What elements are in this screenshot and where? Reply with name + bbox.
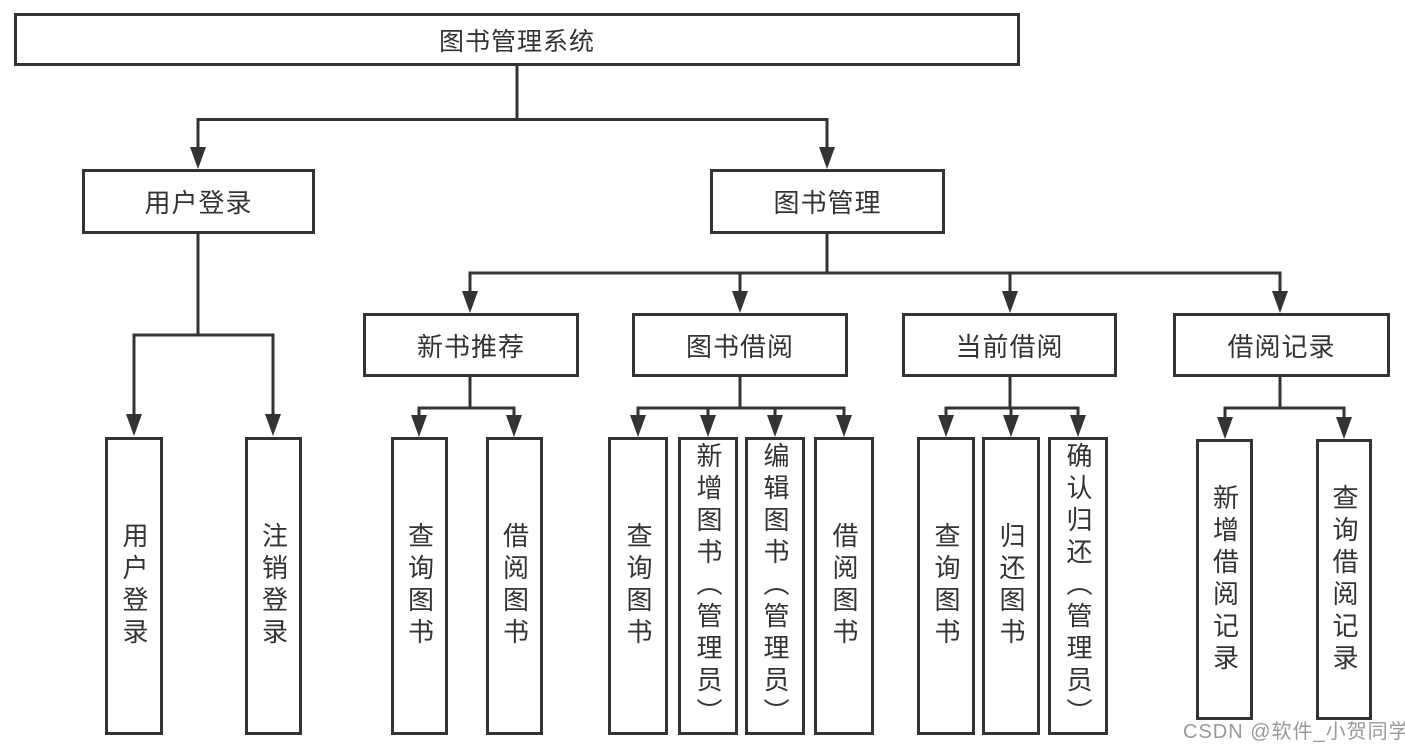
leaf-query-borrow-record-label: 查询借阅记录: [1329, 483, 1359, 676]
arrowhead: [1070, 415, 1086, 437]
arrowhead: [411, 415, 427, 437]
arrowhead: [938, 415, 954, 437]
connector-login-rail: [132, 333, 275, 415]
leaf-query-books-current: 查询图书: [917, 437, 975, 735]
arrowhead: [1336, 417, 1352, 439]
arrowhead: [265, 414, 281, 436]
arrowhead: [1217, 417, 1233, 439]
leaf-user-login: 用户登录: [105, 437, 163, 735]
leaf-query-books-recommend-label: 查询图书: [404, 522, 435, 650]
arrowhead: [126, 414, 142, 436]
leaf-user-login-label: 用户登录: [119, 522, 149, 650]
connector-borrow-drops: [706, 408, 777, 416]
arrowhead: [190, 147, 206, 169]
connector-current-rail: [944, 406, 1080, 416]
node-user-login: 用户登录: [82, 169, 315, 234]
leaf-query-books-borrow: 查询图书: [608, 437, 668, 735]
arrowhead: [1272, 291, 1288, 313]
node-system-root: 图书管理系统: [14, 13, 1020, 66]
node-new-book-recommend: 新书推荐: [363, 313, 579, 377]
arrowhead: [700, 415, 716, 437]
connector-root-rail: [196, 118, 829, 148]
arrowhead: [462, 291, 478, 313]
arrowhead: [732, 291, 748, 313]
arrowhead: [1003, 415, 1019, 437]
leaf-confirm-return-admin-label: 确认归还（管理员）: [1063, 442, 1093, 730]
node-current-borrow: 当前借阅: [902, 313, 1117, 377]
leaf-add-book-admin-label: 新增图书（管理员）: [693, 442, 723, 730]
leaf-edit-book-admin: 编辑图书（管理员）: [745, 437, 805, 735]
leaf-return-books-label: 归还图书: [996, 522, 1026, 650]
leaf-add-book-admin: 新增图书（管理员）: [678, 437, 738, 735]
leaf-query-books-recommend: 查询图书: [391, 437, 448, 735]
leaf-borrow-books-recommend: 借阅图书: [486, 437, 543, 735]
node-book-management: 图书管理: [710, 169, 945, 234]
connector-borrow-rail: [636, 406, 846, 416]
arrowhead: [836, 415, 852, 437]
connector-mgmt-drops: [738, 273, 1012, 293]
leaf-logout-label: 注销登录: [258, 522, 289, 650]
leaf-return-books: 归还图书: [982, 437, 1040, 735]
leaf-edit-book-admin-label: 编辑图书（管理员）: [760, 442, 790, 730]
node-borrow-records: 借阅记录: [1173, 313, 1390, 377]
arrowhead: [767, 415, 783, 437]
arrowhead: [630, 415, 646, 437]
leaf-query-borrow-record: 查询借阅记录: [1316, 439, 1372, 720]
leaf-add-borrow-record: 新增借阅记录: [1196, 439, 1253, 720]
leaf-query-books-borrow-label: 查询图书: [623, 522, 653, 650]
leaf-borrow-books-label: 借阅图书: [829, 522, 859, 650]
leaf-borrow-books: 借阅图书: [814, 437, 874, 735]
watermark: CSDN @软件_小贺同学: [1183, 721, 1405, 743]
connector-mgmt-rail: [468, 271, 1282, 293]
leaf-add-borrow-record-label: 新增借阅记录: [1209, 483, 1240, 676]
arrowhead: [819, 147, 835, 169]
leaf-logout: 注销登录: [245, 437, 302, 735]
node-book-borrow: 图书借阅: [632, 313, 848, 377]
leaf-query-books-current-label: 查询图书: [931, 522, 961, 650]
connector-records-rail: [1223, 406, 1346, 417]
arrowhead: [1002, 291, 1018, 313]
leaf-borrow-books-recommend-label: 借阅图书: [499, 522, 530, 650]
leaf-confirm-return-admin: 确认归还（管理员）: [1048, 437, 1108, 735]
arrowhead: [506, 415, 522, 437]
connector-recommend-rail: [417, 406, 516, 416]
